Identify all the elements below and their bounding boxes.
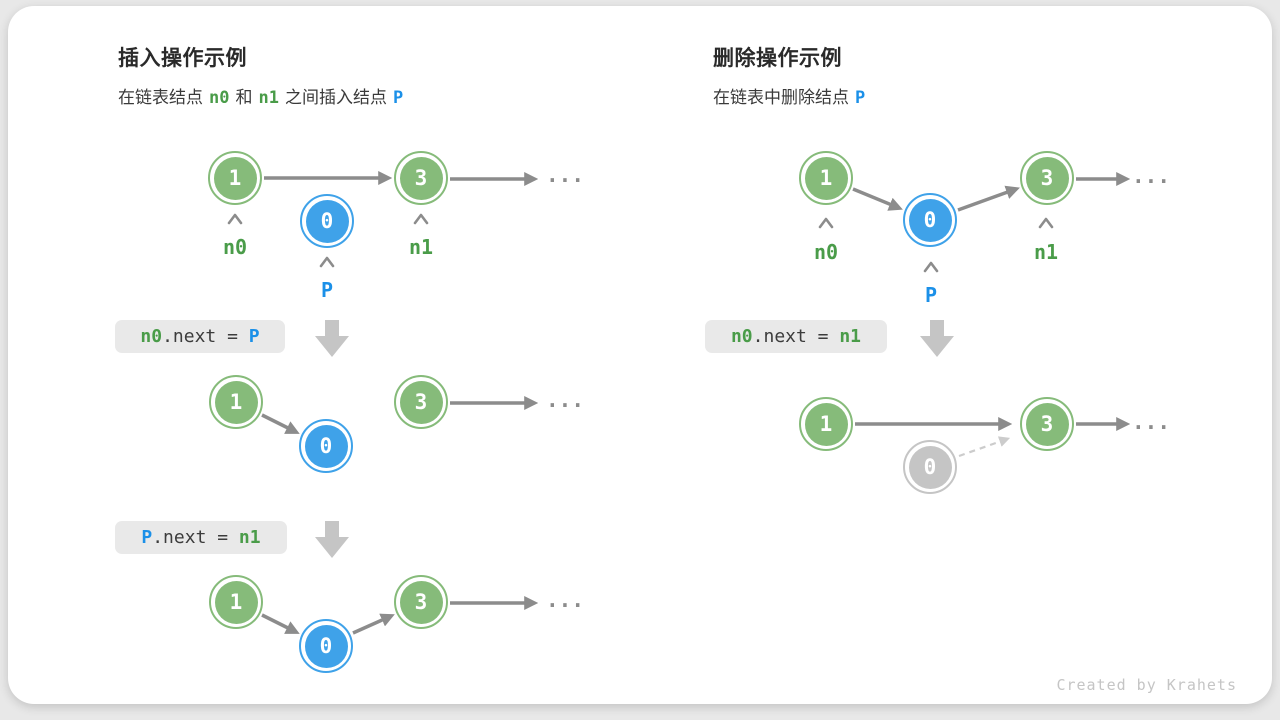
node-value: 0 (304, 624, 348, 668)
node-value: 1 (213, 156, 257, 200)
pointer-label-n0: n0 (813, 240, 839, 264)
node-value: 3 (399, 380, 443, 424)
pointer-label-n0: n0 (222, 235, 248, 259)
pointer-label-n1: n1 (408, 235, 434, 259)
node-p: 0 (300, 194, 354, 248)
node-value: 0 (908, 445, 952, 489)
node-value: 3 (1025, 156, 1069, 200)
code-text: .next = (162, 326, 249, 347)
delete-section-title: 删除操作示例 (713, 47, 842, 70)
node-value: 1 (214, 580, 258, 624)
delete-section-subtitle: 在链表中删除结点 P (713, 83, 871, 108)
ellipsis: ... (1132, 410, 1170, 435)
node-value: 1 (804, 156, 848, 200)
node-p: 0 (299, 619, 353, 673)
token-n1: n1 (258, 88, 279, 108)
node-n0: 1 (209, 575, 263, 629)
subtitle-text: 在链表结点 (118, 88, 203, 107)
code-token-n0: n0 (140, 326, 163, 347)
ellipsis: ... (1132, 164, 1170, 189)
node-n1: 3 (1020, 397, 1074, 451)
code-text: .next = (752, 326, 840, 347)
subtitle-text: 在链表中删除结点 (713, 88, 849, 107)
credit-text: Created by Krahets (1056, 676, 1237, 694)
node-n1: 3 (394, 151, 448, 205)
ellipsis: ... (546, 588, 584, 613)
token-p: P (392, 88, 404, 108)
node-n0: 1 (799, 151, 853, 205)
pointer-label-p: P (320, 278, 334, 302)
node-value: 0 (304, 424, 348, 468)
node-n0: 1 (799, 397, 853, 451)
subtitle-text: 之间插入结点 (284, 88, 387, 107)
diagram-card (8, 6, 1272, 704)
node-p-removed: 0 (903, 440, 957, 494)
node-n1: 3 (394, 575, 448, 629)
token-n0: n0 (209, 88, 230, 108)
pointer-label-p: P (924, 283, 938, 307)
code-box-step2: P.next = n1 (115, 521, 287, 554)
code-box-step1: n0.next = P (115, 320, 285, 353)
token-p: P (855, 88, 866, 108)
node-value: 3 (1025, 402, 1069, 446)
subtitle-text: 和 (235, 88, 253, 107)
node-value: 0 (908, 198, 952, 242)
node-value: 3 (399, 156, 443, 200)
code-token-p: P (248, 326, 260, 347)
code-token-n1: n1 (839, 326, 862, 347)
node-n0: 1 (209, 375, 263, 429)
code-text: .next = (152, 527, 239, 548)
node-p: 0 (299, 419, 353, 473)
ellipsis: ... (546, 388, 584, 413)
node-value: 1 (804, 402, 848, 446)
node-p: 0 (903, 193, 957, 247)
pointer-label-n1: n1 (1033, 240, 1059, 264)
node-value: 3 (399, 580, 443, 624)
code-token-n0: n0 (730, 326, 753, 347)
ellipsis: ... (546, 163, 584, 188)
node-value: 1 (214, 380, 258, 424)
code-token-p: P (141, 527, 153, 548)
node-n0: 1 (208, 151, 262, 205)
code-box-delete: n0.next = n1 (705, 320, 887, 353)
node-value: 0 (305, 199, 349, 243)
insert-section-subtitle: 在链表结点 n0 和 n1 之间插入结点 P (118, 83, 409, 108)
node-n1: 3 (1020, 151, 1074, 205)
code-token-n1: n1 (238, 527, 261, 548)
insert-section-title: 插入操作示例 (118, 47, 247, 70)
node-n1: 3 (394, 375, 448, 429)
